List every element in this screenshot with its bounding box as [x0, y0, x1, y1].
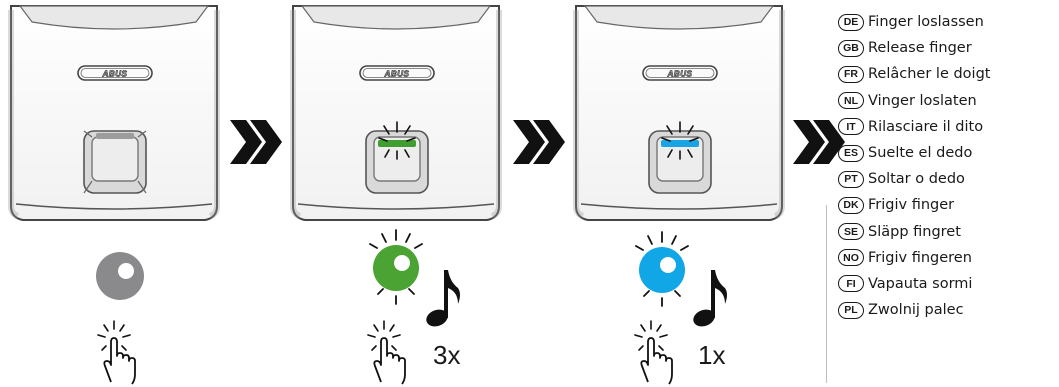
music-note-icon	[426, 270, 460, 327]
language-code-badge: GB	[838, 39, 864, 57]
led-icon	[96, 252, 144, 300]
svg-text:ABUS: ABUS	[667, 70, 693, 79]
language-code-badge: DK	[838, 196, 864, 214]
language-code-badge: DE	[838, 13, 864, 31]
language-code-badge: PL	[838, 301, 864, 319]
list-item: PT Soltar o dedo	[838, 166, 990, 192]
list-item: FI Vapauta sormi	[838, 271, 990, 297]
instruction-text: Frigiv fingeren	[868, 249, 972, 266]
svg-text:ABUS: ABUS	[384, 70, 410, 79]
double-chevron-right-icon	[230, 120, 282, 164]
language-code-badge: NL	[838, 92, 864, 110]
language-code-badge: FR	[838, 65, 864, 83]
list-item: SE Släpp fingret	[838, 219, 990, 245]
instruction-text: Soltar o dedo	[868, 171, 965, 188]
beep-count-label: 1x	[698, 340, 726, 370]
double-chevron-right-icon	[513, 120, 565, 164]
list-item: DE Finger loslassen	[838, 9, 990, 35]
device-icon: ABUS	[573, 5, 785, 221]
finger-tap-icon	[634, 320, 673, 385]
double-chevron-right-icon	[793, 120, 845, 164]
instruction-text: Suelte el dedo	[868, 145, 973, 162]
instruction-text: Finger loslassen	[868, 14, 984, 31]
divider	[826, 205, 827, 383]
device-icon: ABUS	[290, 5, 502, 221]
list-item: NO Frigiv fingeren	[838, 245, 990, 271]
svg-text:ABUS: ABUS	[102, 70, 128, 79]
list-item: PL Zwolnij palec	[838, 297, 990, 323]
language-list: DE Finger loslassen GB Release finger FR…	[838, 9, 990, 323]
led-icon	[635, 231, 689, 307]
instruction-text: Relâcher le doigt	[868, 66, 991, 83]
language-code-badge: PT	[838, 170, 864, 188]
music-note-icon	[693, 270, 727, 327]
finger-tap-icon	[97, 320, 136, 385]
instruction-text: Zwolnij palec	[868, 302, 964, 319]
instruction-text: Släpp fingret	[868, 223, 961, 240]
list-item: IT Rilasciare il dito	[838, 114, 990, 140]
list-item: ES Suelte el dedo	[838, 140, 990, 166]
list-item: GB Release finger	[838, 35, 990, 61]
instruction-text: Frigiv finger	[868, 197, 955, 214]
language-code-badge: SE	[838, 223, 864, 241]
list-item: NL Vinger loslaten	[838, 88, 990, 114]
list-item: DK Frigiv finger	[838, 192, 990, 218]
beep-count-label: 3x	[433, 340, 461, 370]
language-code-badge: ES	[838, 144, 864, 162]
instruction-text: Vinger loslaten	[868, 92, 977, 109]
instruction-text: Rilasciare il dito	[868, 118, 984, 135]
list-item: FR Relâcher le doigt	[838, 61, 990, 87]
language-code-badge: IT	[838, 118, 864, 136]
led-icon	[369, 229, 423, 305]
instruction-text: Vapauta sormi	[868, 275, 973, 292]
language-code-badge: FI	[838, 275, 864, 293]
instruction-text: Release finger	[868, 40, 972, 57]
language-code-badge: NO	[838, 249, 864, 267]
finger-tap-icon	[367, 320, 406, 385]
device-icon: ABUS	[8, 5, 220, 221]
